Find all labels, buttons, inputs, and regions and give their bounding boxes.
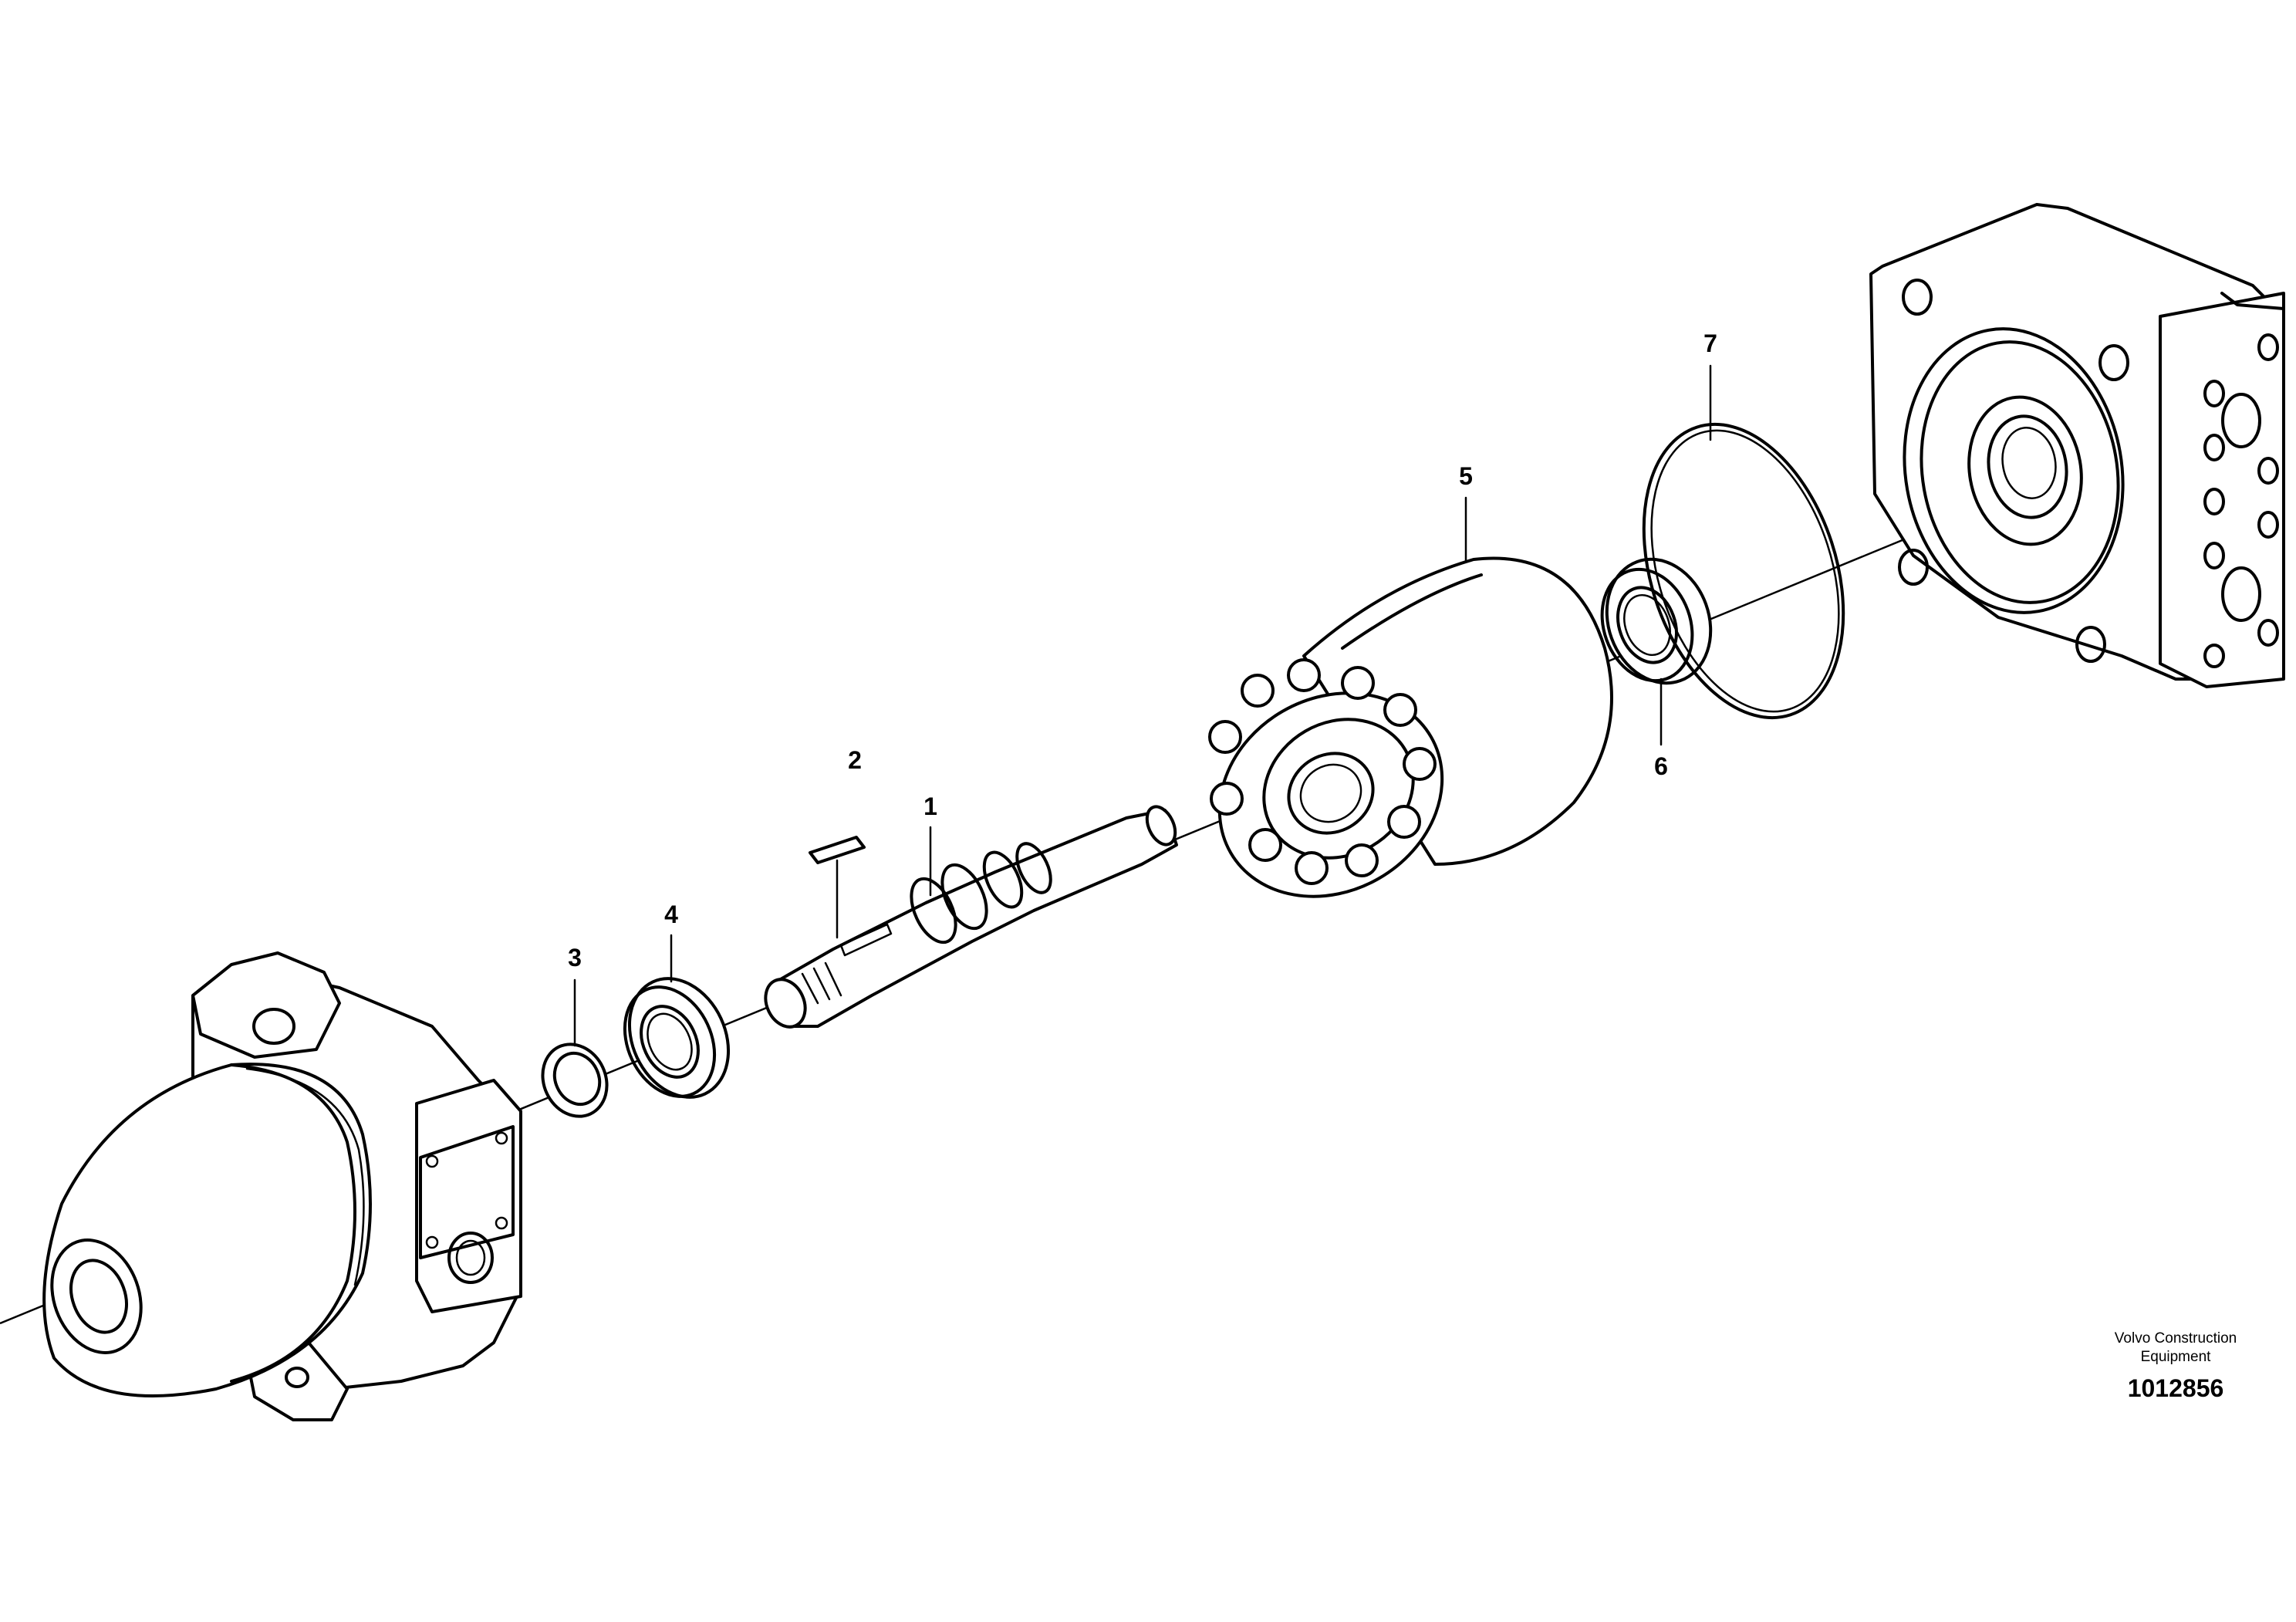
shaft-part-1 — [764, 805, 1178, 1029]
part-label-7: 7 — [1703, 329, 1717, 357]
part-label-2: 2 — [848, 746, 862, 774]
part-label-3: 3 — [568, 944, 582, 972]
cylinder-block-part-5 — [1208, 556, 1613, 898]
motor-housing-left — [42, 951, 522, 1421]
title-block: Volvo Construction Equipment 1012856 — [2115, 1330, 2237, 1402]
piston-bores — [1208, 658, 1437, 885]
bearing-part-6 — [1600, 557, 1713, 685]
drawing-number: 1012856 — [2128, 1374, 2224, 1402]
seal-ring-part-3 — [541, 1042, 609, 1118]
part-label-4: 4 — [664, 901, 678, 928]
o-ring-part-7 — [1642, 422, 1845, 720]
leader-lines — [573, 364, 1712, 1047]
key-part-2 — [809, 836, 866, 939]
part-labels: 1 2 3 4 5 6 7 — [568, 329, 1717, 972]
brand-line-2: Equipment — [2141, 1349, 2212, 1365]
bearing-part-4 — [623, 977, 731, 1099]
part-label-5: 5 — [1459, 462, 1473, 490]
part-label-6: 6 — [1654, 752, 1668, 780]
end-cover-right — [1869, 203, 2285, 688]
brand-line-1: Volvo Construction — [2115, 1330, 2237, 1347]
part-label-1: 1 — [923, 792, 937, 820]
